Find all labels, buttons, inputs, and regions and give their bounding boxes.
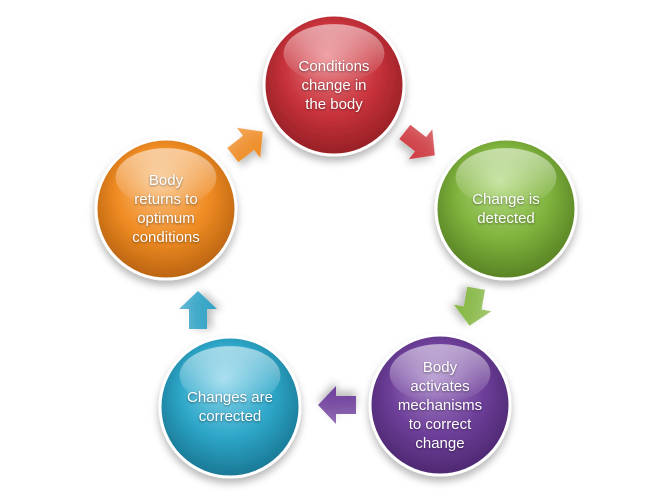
arrow-2-to-3-icon xyxy=(453,286,492,326)
node-conditions-change xyxy=(262,13,406,157)
node-body-activates xyxy=(368,333,512,477)
node-layer xyxy=(94,13,578,479)
node-changes-corrected xyxy=(158,335,302,479)
node-change-detected xyxy=(434,137,578,281)
arrow-layer xyxy=(179,124,492,424)
node-body-returns xyxy=(94,137,238,281)
node-gloss-changes-corrected xyxy=(179,346,281,405)
arrow-4-to-5-icon xyxy=(179,291,217,329)
arrow-5-to-1-icon xyxy=(227,127,263,163)
node-gloss-body-activates xyxy=(389,344,491,403)
arrow-1-to-2-icon xyxy=(399,124,435,160)
node-gloss-change-detected xyxy=(455,148,557,207)
node-gloss-conditions-change xyxy=(283,24,385,83)
node-gloss-body-returns xyxy=(115,148,217,207)
arrow-3-to-4-icon xyxy=(318,386,356,424)
